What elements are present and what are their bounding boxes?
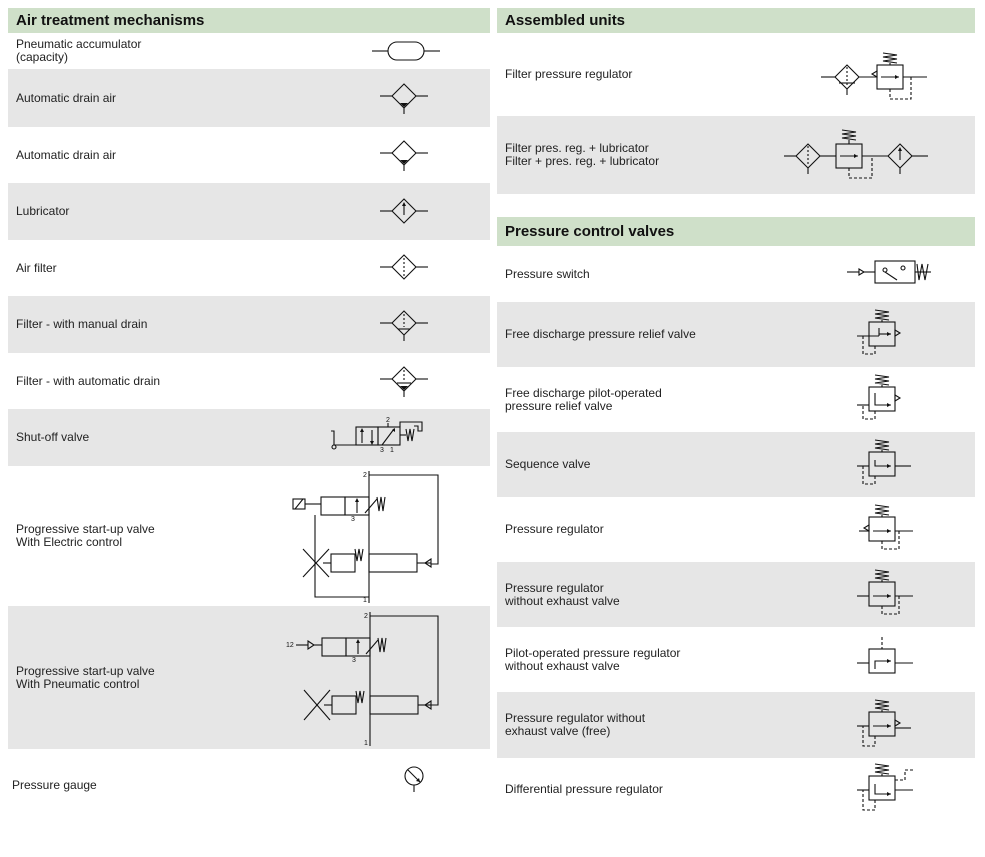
item-label: Sequence valve [505, 457, 591, 471]
item-label: Pilot-operated pressure regulator withou… [505, 645, 681, 673]
item-label: Progressive start-up valve With Pneumati… [16, 663, 155, 691]
svg-text:2: 2 [363, 472, 367, 479]
item-label: Pressure regulator [505, 522, 604, 536]
item-label: Shut-off valve [16, 430, 90, 444]
svg-text:1: 1 [390, 447, 394, 454]
sequence-valve-icon [855, 436, 925, 494]
svg-text:1: 1 [363, 597, 367, 604]
item-label: Pressure switch [505, 266, 590, 281]
list-item: Filter pressure regulator [497, 33, 975, 116]
list-item: Pilot-operated pressure regulator withou… [497, 627, 975, 692]
item-label: Filter - with manual drain [16, 317, 148, 331]
item-label: Air filter [16, 260, 57, 275]
svg-text:2: 2 [364, 613, 368, 620]
item-label: Free discharge pilot-operated pressure r… [505, 385, 662, 413]
list-item: Free discharge pressure relief valve [497, 302, 975, 367]
item-label: Automatic drain air [16, 147, 117, 162]
svg-text:12: 12 [286, 642, 294, 649]
item-label: Pressure regulator without exhaust valve [505, 580, 620, 608]
list-item: Filter - with automatic drain [8, 353, 490, 409]
differential-regulator-icon [855, 760, 927, 818]
item-label: Filter pressure regulator [505, 67, 633, 81]
list-item: Automatic drain air [8, 127, 490, 183]
section-spacer [497, 194, 975, 217]
svg-text:3: 3 [351, 516, 355, 523]
svg-text:1: 1 [364, 740, 368, 747]
item-label: Automatic drain air [16, 90, 117, 105]
filter-pressure-regulator-icon [819, 37, 939, 109]
item-label: Free discharge pressure relief valve [505, 327, 696, 341]
list-item: Lubricator [8, 183, 490, 240]
regulator-no-exhaust-icon [855, 566, 925, 624]
list-item: Progressive start-up valve With Pneumati… [8, 606, 490, 749]
list-item: Progressive start-up valve With Electric… [8, 466, 490, 606]
assembled-units-header: Assembled units [497, 8, 975, 33]
list-item: Filter pres. reg. + lubricator Filter + … [497, 116, 975, 194]
svg-text:3: 3 [352, 657, 356, 664]
progressive-startup-electric-icon: 2 1 3 [292, 469, 448, 604]
list-item: Differential pressure regulator [497, 758, 975, 820]
list-item: Pressure regulator [497, 497, 975, 562]
pressure-regulator-icon [855, 501, 925, 559]
pneumatic-accumulator-icon [368, 39, 448, 63]
list-item: Pressure regulator without exhaust valve [497, 562, 975, 627]
list-item: Automatic drain air [8, 69, 490, 127]
svg-text:3: 3 [380, 447, 384, 454]
item-label: Filter - with automatic drain [16, 373, 161, 388]
air-filter-icon [378, 249, 430, 287]
item-label: Progressive start-up valve With Electric… [16, 522, 155, 549]
item-label: Pressure regulator without exhaust valve… [505, 711, 646, 738]
item-label: Pneumatic accumulator (capacity) [16, 37, 142, 64]
list-item: Free discharge pilot-operated pressure r… [497, 367, 975, 432]
filter-regulator-lubricator-icon [782, 120, 932, 190]
pressure-switch-icon [845, 258, 937, 288]
filter-manual-drain-icon [378, 305, 430, 345]
automatic-drain-icon [378, 78, 430, 118]
list-item: Sequence valve [497, 432, 975, 497]
pilot-relief-valve-icon [855, 371, 925, 429]
air-treatment-column: Air treatment mechanisms Pneumatic accum… [8, 8, 490, 799]
automatic-drain-icon [378, 135, 430, 175]
item-label: Pressure gauge [12, 778, 97, 792]
regulator-no-exhaust-free-icon [855, 696, 925, 754]
list-item: Pneumatic accumulator (capacity) [8, 33, 490, 69]
pressure-control-header: Pressure control valves [497, 217, 975, 246]
list-item: Air filter [8, 240, 490, 296]
relief-valve-icon [855, 306, 925, 364]
right-column: Assembled units Filter pressure regulato… [497, 8, 975, 820]
pressure-gauge-icon [403, 765, 425, 793]
list-item: Pressure regulator without exhaust valve… [497, 692, 975, 758]
item-label: Filter pres. reg. + lubricator Filter + … [505, 141, 660, 168]
filter-automatic-drain-icon [378, 361, 430, 401]
list-item: Pressure gauge [8, 749, 490, 799]
item-label: Lubricator [16, 204, 70, 218]
lubricator-icon [378, 193, 430, 231]
list-item: Filter - with manual drain [8, 296, 490, 353]
pilot-regulator-no-exhaust-icon [855, 633, 925, 691]
svg-text:2: 2 [386, 417, 390, 424]
item-label: Differential pressure regulator [505, 781, 663, 796]
air-treatment-header: Air treatment mechanisms [8, 8, 490, 33]
list-item: Pressure switch [497, 246, 975, 302]
